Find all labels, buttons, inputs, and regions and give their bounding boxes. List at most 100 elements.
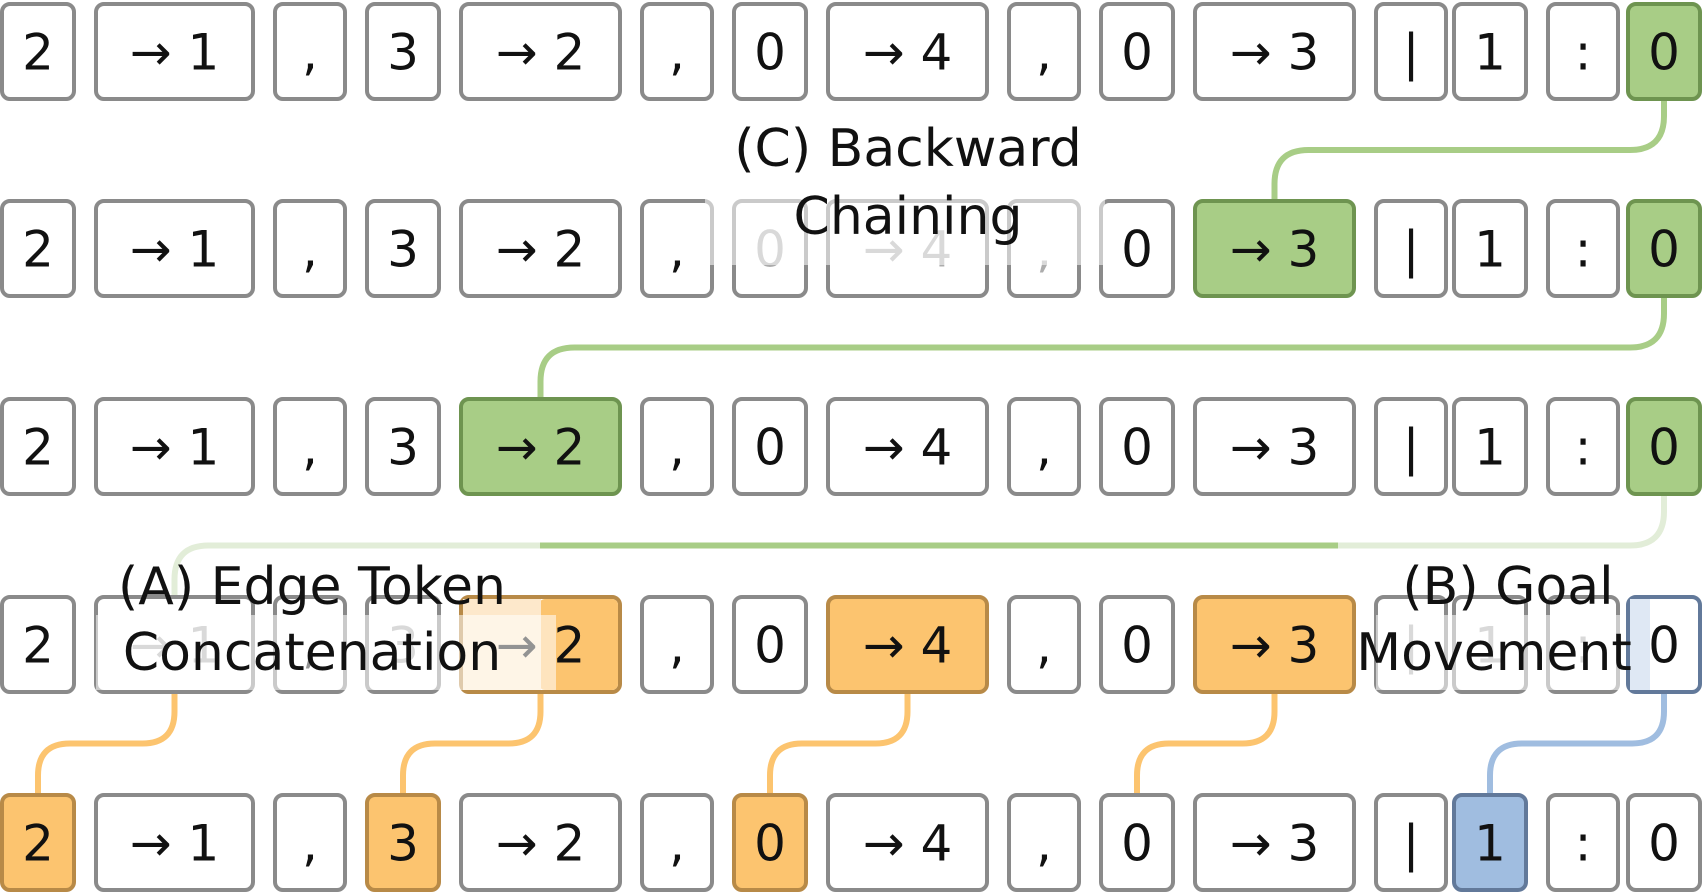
- token-label: → 1: [130, 815, 220, 873]
- token-box: 3: [365, 2, 441, 101]
- token-label: 1: [1474, 815, 1506, 873]
- token-box: 3: [365, 397, 441, 496]
- token-label: 2: [22, 617, 54, 675]
- token-label: 0: [1648, 617, 1680, 675]
- token-box: 0: [1099, 2, 1175, 101]
- token-label: 0: [1121, 419, 1153, 477]
- token-box: 0: [732, 2, 808, 101]
- token-label: → 4: [863, 419, 953, 477]
- token-box: 2: [0, 397, 76, 496]
- token-box: ,: [640, 793, 714, 892]
- token-row-1: 2→ 1,3→ 2,0→ 4,0→ 3|1:0: [0, 2, 1702, 101]
- token-box: → 3: [1193, 793, 1356, 892]
- token-label: ,: [669, 24, 685, 82]
- token-box: → 3: [1193, 595, 1356, 694]
- token-box: ,: [640, 2, 714, 101]
- token-label: → 4: [863, 815, 953, 873]
- token-box: → 4: [826, 793, 989, 892]
- token-label: 0: [1121, 617, 1153, 675]
- token-label: 2: [22, 221, 54, 279]
- label-backward-chaining-line1: (C) Backward: [734, 119, 1082, 179]
- token-label: → 2: [496, 815, 586, 873]
- token-label: :: [1575, 815, 1592, 873]
- token-label: → 1: [130, 419, 220, 477]
- token-label: ,: [1036, 24, 1052, 82]
- token-box: 0: [1099, 199, 1175, 298]
- token-box: ,: [1007, 397, 1081, 496]
- token-label: 0: [1121, 815, 1153, 873]
- token-box: → 4: [826, 595, 989, 694]
- token-box: → 2: [459, 397, 622, 496]
- token-label: 0: [754, 24, 786, 82]
- token-box: 2: [0, 595, 76, 694]
- token-box: 0: [1626, 2, 1702, 101]
- token-label: → 3: [1230, 221, 1320, 279]
- label-goal-movement-line1: (B) Goal: [1402, 557, 1613, 617]
- token-label: 0: [754, 419, 786, 477]
- token-label: → 3: [1230, 419, 1320, 477]
- token-row-5: 2→ 1,3→ 2,0→ 4,0→ 3|1:0: [0, 793, 1702, 892]
- token-box: 3: [365, 793, 441, 892]
- token-box: 1: [1452, 199, 1528, 298]
- token-box: :: [1546, 2, 1620, 101]
- token-label: 0: [754, 617, 786, 675]
- token-box: |: [1374, 199, 1448, 298]
- token-label: → 3: [1230, 24, 1320, 82]
- token-box: :: [1546, 793, 1620, 892]
- token-box: 2: [0, 793, 76, 892]
- token-box: → 3: [1193, 2, 1356, 101]
- token-label: → 2: [496, 419, 586, 477]
- token-label: 1: [1474, 221, 1506, 279]
- token-box: 1: [1452, 2, 1528, 101]
- token-row-3: 2→ 1,3→ 2,0→ 4,0→ 3|1:0: [0, 397, 1702, 496]
- label-backward-chaining-line2: Chaining: [794, 187, 1023, 247]
- token-box: 2: [0, 2, 76, 101]
- token-box: → 1: [94, 199, 255, 298]
- link-goal-to-edge-0-3: [1271, 99, 1667, 201]
- token-label: 2: [22, 24, 54, 82]
- token-label: 0: [1648, 419, 1680, 477]
- backdrop-backward-chaining: [705, 185, 1105, 265]
- token-box: ,: [273, 793, 347, 892]
- token-label: ,: [1036, 617, 1052, 675]
- label-goal-movement-line2: Movement: [1356, 623, 1631, 683]
- label-edge-token-concatenation-line1: (A) Edge Token: [118, 557, 506, 617]
- token-box: → 1: [94, 793, 255, 892]
- token-label: → 2: [496, 221, 586, 279]
- token-label: ,: [1036, 815, 1052, 873]
- token-box: 0: [732, 595, 808, 694]
- token-label: 2: [22, 815, 54, 873]
- token-label: 2: [22, 419, 54, 477]
- backdrop-edge-token: [96, 615, 556, 690]
- token-box: ,: [1007, 595, 1081, 694]
- link-goal-movement: [1487, 692, 1667, 795]
- token-box: 0: [1099, 793, 1175, 892]
- token-box: 2: [0, 199, 76, 298]
- token-box: → 1: [94, 397, 255, 496]
- token-label: 0: [1648, 24, 1680, 82]
- token-box: ,: [640, 199, 714, 298]
- token-box: → 2: [459, 2, 622, 101]
- connection-links: [35, 99, 1667, 795]
- token-label: |: [1403, 221, 1420, 279]
- token-box: 1: [1452, 793, 1528, 892]
- token-box: → 1: [94, 2, 255, 101]
- token-label: ,: [669, 815, 685, 873]
- token-label: → 3: [1230, 617, 1320, 675]
- token-box: ,: [1007, 793, 1081, 892]
- token-box: |: [1374, 2, 1448, 101]
- token-label: |: [1403, 419, 1420, 477]
- token-box: ,: [273, 199, 347, 298]
- token-label: → 1: [130, 24, 220, 82]
- token-label: → 4: [863, 617, 953, 675]
- token-box: ,: [273, 2, 347, 101]
- token-label: ,: [302, 419, 318, 477]
- token-label: → 3: [1230, 815, 1320, 873]
- token-box: |: [1374, 793, 1448, 892]
- token-box: 0: [1099, 595, 1175, 694]
- token-box: → 2: [459, 199, 622, 298]
- label-edge-token-concatenation: (A) Edge Token Concatenation: [118, 557, 506, 683]
- backdrop-goal-movement: [1376, 615, 1626, 690]
- token-box: :: [1546, 199, 1620, 298]
